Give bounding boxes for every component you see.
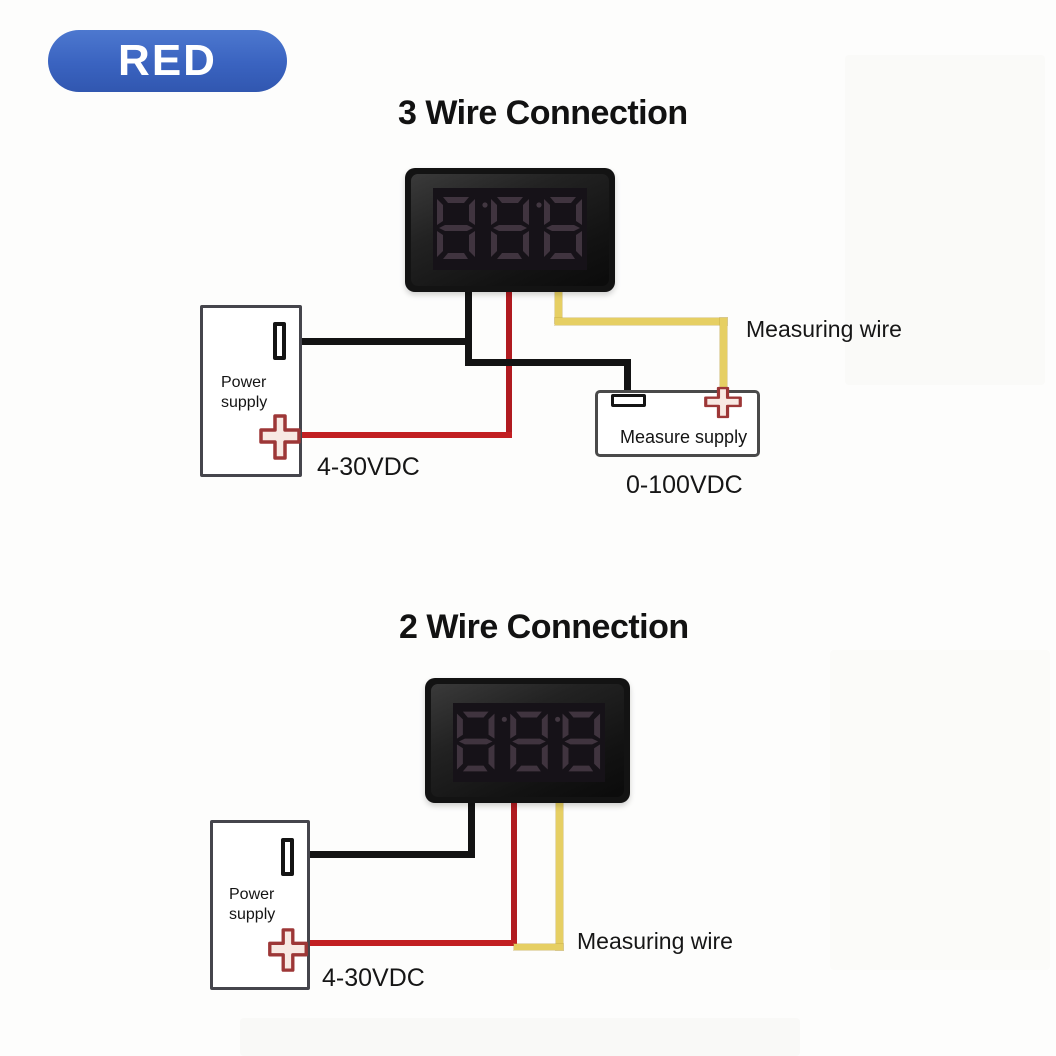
- power-positive-wire-segment: [306, 940, 517, 946]
- measure-supply-label: Measure supply: [620, 427, 748, 447]
- power-voltage-label: 4-30VDC: [322, 964, 425, 992]
- power-supply-label: Power supply: [221, 374, 268, 411]
- negative-terminal-icon: [281, 838, 294, 876]
- power-negative-wire-segment: [465, 290, 472, 366]
- voltmeter-bezel: [431, 684, 624, 797]
- measure-negative-wire-segment: [624, 359, 631, 392]
- power-negative-wire-segment: [292, 851, 475, 858]
- measure-voltage-label: 0-100VDC: [626, 471, 743, 499]
- section-title-3-wire: 3 Wire Connection: [398, 94, 688, 132]
- background-artifact: [845, 55, 1045, 385]
- voltmeter-module: [425, 678, 630, 803]
- power-voltage-label: 4-30VDC: [317, 453, 420, 481]
- negative-terminal-icon: [611, 394, 646, 407]
- measuring-wire-segment: [555, 318, 727, 325]
- seven-segment-display-icon: [433, 188, 587, 270]
- background-artifact: [240, 1018, 800, 1056]
- badge-label: RED: [118, 36, 217, 85]
- measuring-wire-segment: [556, 801, 563, 950]
- positive-terminal-icon: [704, 386, 742, 419]
- power-supply-label: Power supply: [229, 886, 276, 923]
- negative-terminal-icon: [273, 322, 286, 360]
- voltmeter-display: [453, 703, 605, 782]
- measuring-wire-label: Measuring wire: [746, 316, 902, 342]
- positive-terminal-icon: [268, 928, 308, 972]
- measure-negative-wire-segment: [465, 359, 631, 366]
- section-title-2-wire: 2 Wire Connection: [399, 608, 689, 646]
- seven-segment-display-icon: [453, 703, 605, 782]
- voltmeter-display: [433, 188, 587, 270]
- voltmeter-bezel: [411, 174, 609, 286]
- voltmeter-module: [405, 168, 615, 292]
- background-artifact: [830, 650, 1050, 970]
- positive-terminal-icon: [259, 414, 301, 460]
- power-negative-wire-segment: [284, 338, 472, 345]
- power-positive-wire-segment: [299, 432, 512, 438]
- measuring-wire-segment: [514, 944, 563, 950]
- power-positive-wire-segment: [511, 801, 517, 946]
- measuring-wire-segment: [720, 318, 727, 394]
- measuring-wire-segment: [555, 290, 562, 323]
- measuring-wire-label: Measuring wire: [577, 928, 733, 954]
- power-negative-wire-segment: [468, 801, 475, 858]
- color-variant-badge: RED: [48, 30, 287, 92]
